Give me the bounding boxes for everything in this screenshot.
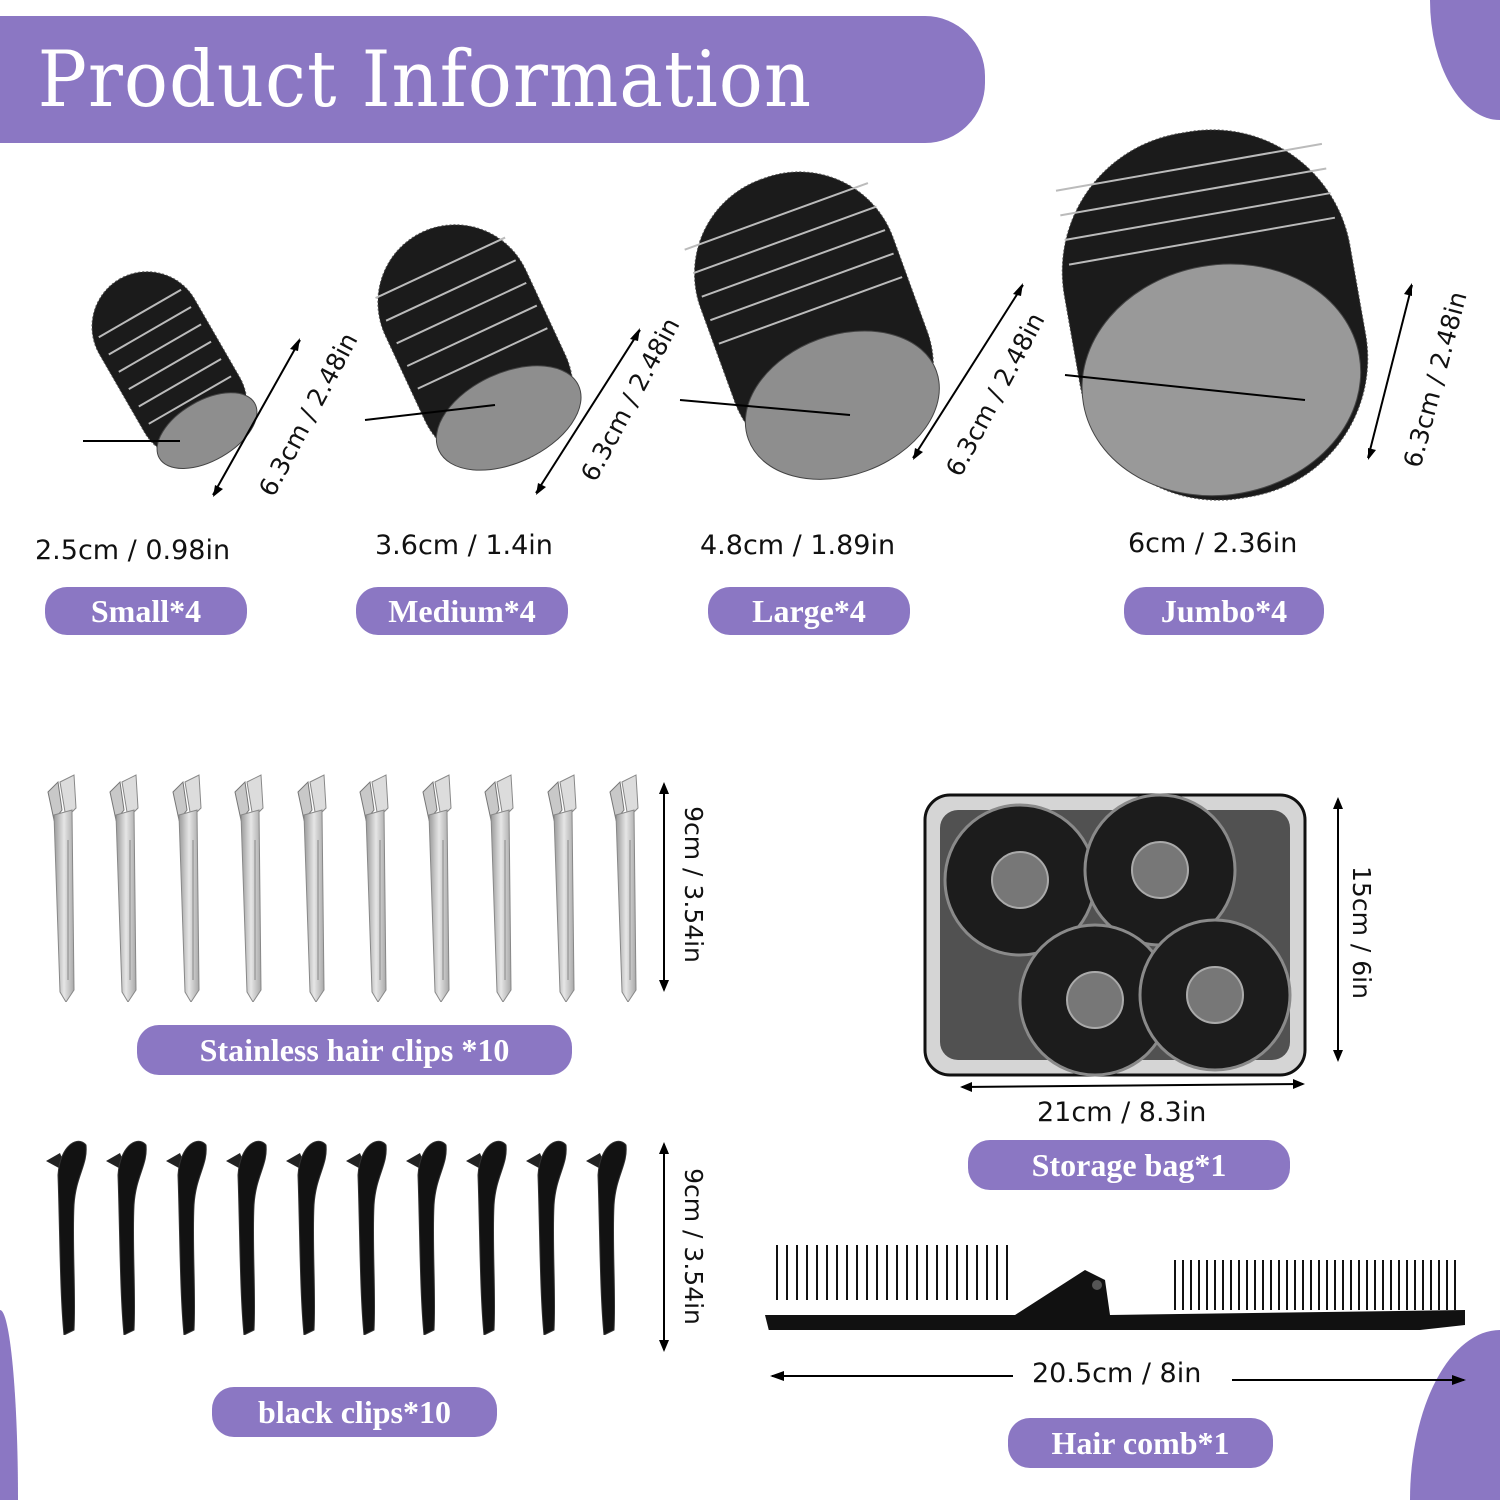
storage-bag-label: Storage bag*1 bbox=[968, 1140, 1290, 1190]
roller-jumbo-image bbox=[1050, 115, 1380, 515]
roller-large-length-arrow bbox=[905, 280, 1030, 465]
storage-bag-width: 21cm / 8.3in bbox=[1037, 1097, 1207, 1128]
roller-small-label: Small*4 bbox=[45, 587, 247, 635]
stainless-clips-label: Stainless hair clips *10 bbox=[137, 1025, 572, 1075]
storage-bag-height-arrow bbox=[1330, 795, 1346, 1065]
hair-comb-length: 20.5cm / 8in bbox=[1032, 1358, 1202, 1389]
decorative-corner-bottom-right bbox=[1410, 1330, 1500, 1500]
roller-jumbo-label: Jumbo*4 bbox=[1124, 587, 1324, 635]
roller-medium-diameter: 3.6cm / 1.4in bbox=[375, 530, 553, 561]
roller-medium-image bbox=[345, 200, 610, 500]
roller-jumbo-diameter: 6cm / 2.36in bbox=[1128, 528, 1298, 559]
hair-comb-image bbox=[765, 1235, 1470, 1330]
hair-comb-label: Hair comb*1 bbox=[1008, 1418, 1273, 1468]
roller-medium-length-arrow bbox=[528, 325, 648, 500]
storage-bag-image bbox=[915, 785, 1315, 1085]
roller-small-image bbox=[65, 245, 280, 495]
decorative-corner-top-right bbox=[1430, 0, 1500, 120]
roller-small-length-arrow bbox=[205, 335, 305, 500]
stainless-clips-length-arrow bbox=[656, 780, 672, 995]
storage-bag-width-arrow bbox=[958, 1078, 1308, 1094]
page-title: Product Information bbox=[37, 34, 813, 125]
stainless-clips-image bbox=[30, 770, 660, 1002]
roller-small-diameter: 2.5cm / 0.98in bbox=[35, 535, 231, 566]
roller-jumbo-length-arrow bbox=[1360, 280, 1420, 465]
storage-bag-height: 15cm / 6in bbox=[1346, 866, 1376, 999]
stainless-clips-length: 9cm / 3.54in bbox=[678, 806, 708, 963]
title-banner: Product Information bbox=[0, 16, 985, 143]
roller-large-label: Large*4 bbox=[708, 587, 910, 635]
roller-large-image bbox=[655, 160, 975, 500]
hair-comb-length-arrow-left bbox=[768, 1368, 1018, 1384]
black-clips-image bbox=[30, 1135, 650, 1335]
roller-medium-label: Medium*4 bbox=[356, 587, 568, 635]
black-clips-length: 9cm / 3.54in bbox=[678, 1168, 708, 1325]
black-clips-length-arrow bbox=[656, 1140, 672, 1355]
decorative-corner-bottom-left bbox=[0, 1310, 18, 1500]
roller-large-diameter: 4.8cm / 1.89in bbox=[700, 530, 896, 561]
hair-comb-length-arrow-right bbox=[1230, 1372, 1468, 1388]
black-clips-label: black clips*10 bbox=[212, 1387, 497, 1437]
